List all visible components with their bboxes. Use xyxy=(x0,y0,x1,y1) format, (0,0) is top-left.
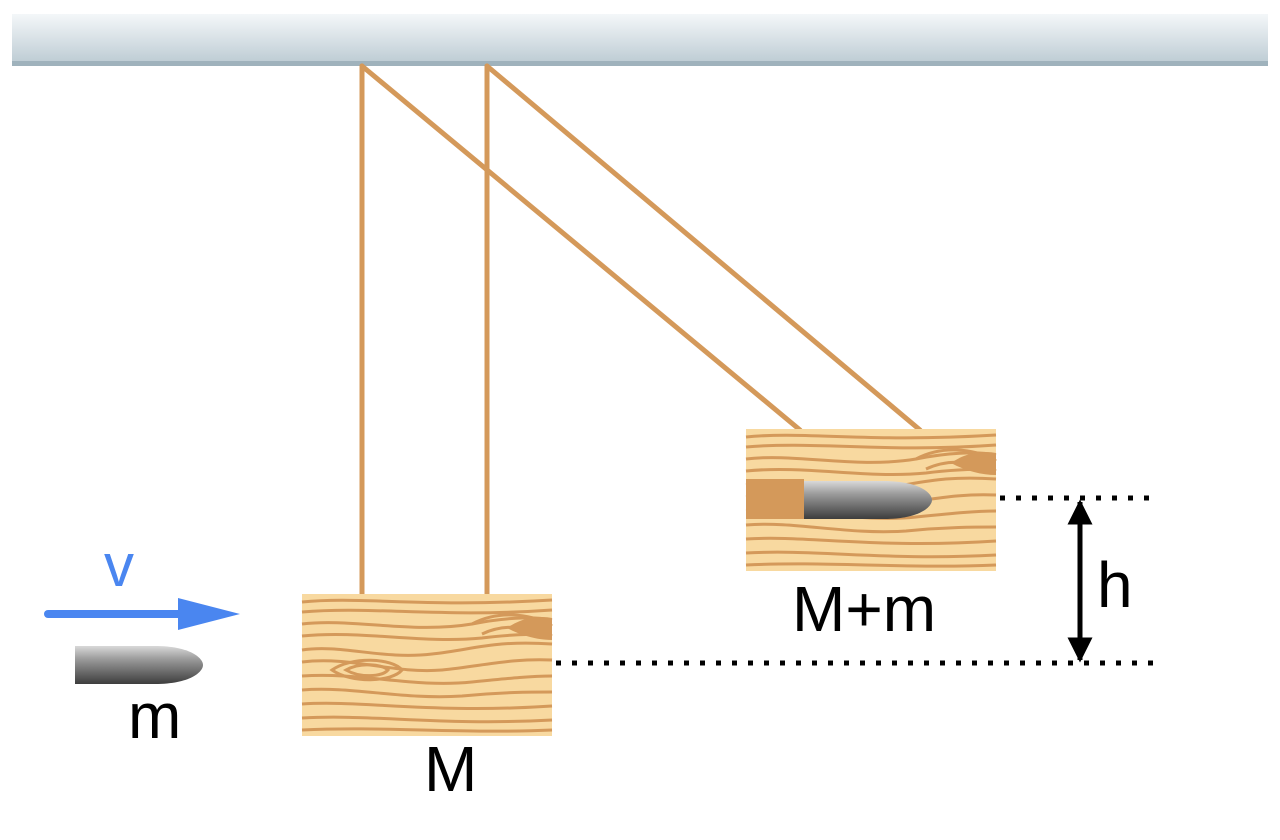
reference-lines xyxy=(556,495,1156,666)
combined-mass-label: M+m xyxy=(792,573,936,645)
wooden-block-swung xyxy=(744,427,998,573)
string-swung-right xyxy=(484,63,923,433)
string-swung-left xyxy=(359,63,803,433)
embedded-bullet-icon xyxy=(804,481,932,519)
bullet-mass-label: m xyxy=(128,680,181,752)
height-label: h xyxy=(1097,549,1133,621)
ceiling xyxy=(12,14,1268,66)
wooden-block-initial xyxy=(300,592,554,738)
block-mass-label: M xyxy=(424,733,477,805)
pendulum-strings xyxy=(359,63,923,599)
velocity-arrow xyxy=(44,598,240,630)
velocity-label: v xyxy=(104,532,134,599)
bullet-icon xyxy=(75,646,203,684)
